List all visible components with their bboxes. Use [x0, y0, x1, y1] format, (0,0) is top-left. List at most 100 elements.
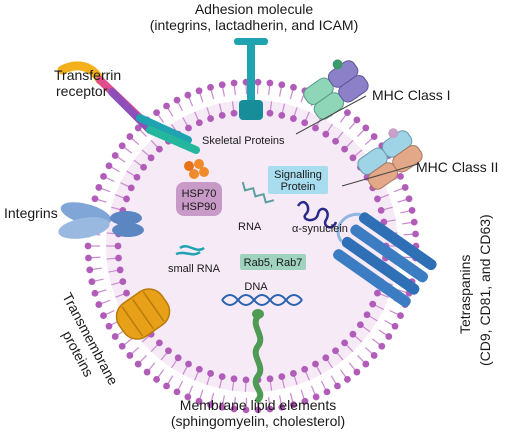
lipid-head — [278, 403, 286, 411]
signalling-label-2: Protein — [281, 181, 316, 193]
dna-helix — [221, 294, 303, 306]
lipid-head — [218, 403, 226, 411]
lipid-head — [195, 87, 203, 95]
lipid-head — [127, 184, 135, 192]
lipid-head — [155, 145, 163, 153]
lipid-head — [385, 333, 393, 340]
lipid-head — [218, 111, 226, 119]
lipid-head — [290, 370, 297, 377]
hsp70-label: HSP70 — [182, 188, 217, 200]
signalling-protein-box — [268, 166, 328, 194]
lipid-head — [195, 365, 203, 373]
tetraspanins-label-1: Tetraspanins — [457, 255, 473, 334]
lipid-head — [290, 401, 297, 409]
dna-label: DNA — [244, 281, 268, 293]
lipid-head — [123, 289, 130, 297]
lipid-head — [332, 347, 339, 355]
lipid-head — [278, 81, 286, 89]
lipid-head — [278, 111, 286, 119]
lipid-head — [332, 137, 339, 145]
lipid-head — [174, 354, 182, 362]
lipid-head — [165, 347, 172, 355]
alpha-synuclein-molecule — [296, 200, 338, 229]
rab-label: Rab5, Rab7 — [244, 257, 303, 269]
lipid-head — [397, 312, 404, 320]
lipid-head — [370, 352, 378, 359]
lipid-head — [312, 360, 319, 368]
lipid-head — [242, 376, 250, 384]
lipid-head — [323, 388, 331, 396]
lipid-head — [322, 130, 330, 138]
membrane-lipid-element — [252, 309, 264, 403]
lipid-head — [84, 242, 92, 250]
lipid-head — [344, 109, 351, 117]
lipid-head — [95, 184, 103, 191]
lipid-head — [334, 382, 341, 390]
lipid-head — [230, 109, 238, 117]
lipid-head — [119, 278, 127, 286]
signalling-label-1: Signalling — [274, 169, 322, 181]
lipid-head — [118, 142, 126, 150]
lipid-head — [341, 339, 349, 347]
lipid-head — [377, 206, 385, 214]
lipid-head — [185, 360, 192, 368]
lipid-head — [322, 354, 330, 362]
lipid-head — [123, 195, 130, 203]
lipid-head — [207, 370, 214, 377]
lipid-head — [349, 330, 357, 338]
lipid-head — [126, 133, 134, 140]
lipid-head — [369, 300, 377, 308]
lipid-head — [163, 382, 170, 390]
lipid-head — [301, 365, 309, 373]
lipid-head — [95, 301, 103, 308]
lipid-head — [88, 278, 96, 286]
tetraspanins-label-2: (CD9, CD81, and CD63) — [477, 214, 493, 366]
lipid-head — [266, 79, 274, 87]
rab-box — [240, 254, 306, 270]
lipid-head — [301, 119, 309, 127]
lipid-head — [207, 115, 214, 122]
lipid-head — [363, 311, 371, 319]
lipid-head — [266, 405, 274, 413]
lipid-head — [278, 373, 286, 381]
lipid-head — [312, 393, 320, 401]
lipid-head — [134, 360, 142, 368]
lipid-head — [362, 124, 370, 132]
lipid-head — [218, 81, 226, 89]
transferrin-label-1: Transferrin — [54, 67, 121, 83]
lipid-head — [301, 397, 309, 405]
lipid-head — [115, 254, 122, 262]
hsp90-label: HSP90 — [182, 201, 217, 213]
lipid-head — [408, 206, 416, 214]
lipid-head — [91, 289, 99, 297]
lipid-head — [230, 375, 238, 383]
lipid-head — [118, 342, 126, 350]
lipid-head — [374, 195, 381, 203]
lipid-head — [185, 124, 192, 132]
small-rna-strand — [175, 245, 205, 256]
rna-label: RNA — [238, 221, 262, 233]
lipid-head — [195, 397, 203, 405]
asyn-label: α-synuclein — [292, 223, 348, 235]
lipid-head — [155, 339, 163, 347]
lipid-head — [405, 195, 413, 203]
lipid-head — [173, 96, 181, 104]
lipid-head — [344, 375, 351, 383]
lipid-head — [254, 406, 262, 414]
lipid-label-1: Membrane lipid elements — [180, 397, 336, 413]
lipid-head — [100, 172, 107, 180]
lipid-head — [266, 375, 274, 383]
skeletal-label: Skeletal Proteins — [202, 135, 285, 147]
lipid-head — [140, 163, 147, 171]
lipid-head — [184, 393, 192, 401]
adhesion-label-2: (integrins, lactadherin, and ICAM) — [150, 17, 359, 33]
lipid-head — [86, 266, 94, 274]
lipid-head — [290, 115, 297, 122]
transmembrane-protein — [115, 288, 171, 340]
mhc-class-i — [303, 59, 369, 120]
lipid-head — [134, 124, 142, 132]
lipid-head — [126, 352, 134, 359]
hsp-cluster — [176, 159, 222, 216]
lipid-label-2: (sphingomyelin, cholesterol) — [171, 413, 345, 429]
lipid-head — [114, 242, 122, 250]
